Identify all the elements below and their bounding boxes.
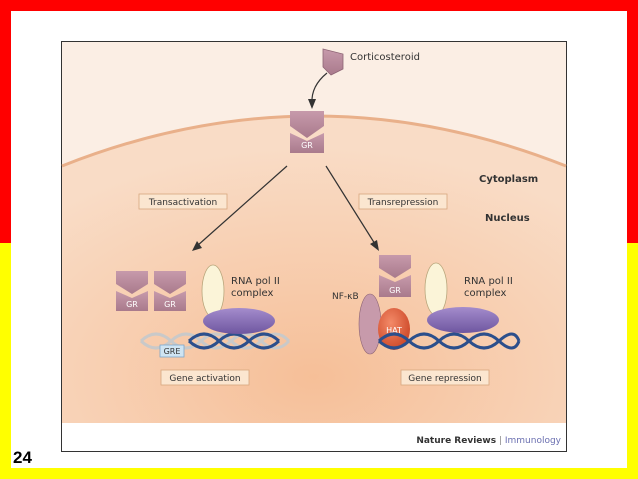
arrowhead-to-gr xyxy=(308,99,316,109)
credit-journal: Nature Reviews xyxy=(416,436,496,446)
slide-number: 24 xyxy=(13,448,32,467)
nucleus-region xyxy=(62,116,566,423)
gr-receptor-cytoplasm-top xyxy=(290,111,324,138)
label-rna-pol-left-2: complex xyxy=(231,288,273,299)
label-rna-pol-right-1: RNA pol II xyxy=(464,276,513,287)
hat-enzyme xyxy=(378,308,410,350)
label-nucleus: Nucleus xyxy=(485,213,530,224)
gene-activation-box xyxy=(160,369,250,386)
label-gr-cytoplasm: GR xyxy=(301,141,313,150)
corticosteroid-molecule xyxy=(322,48,344,76)
arrow-to-transrepression xyxy=(325,165,376,245)
nfkb-protein xyxy=(358,293,382,355)
figure-svg: Corticosteroid GR Cytoplasm Nucleus Tran… xyxy=(61,41,567,452)
transrepression-box xyxy=(358,193,448,210)
gre-box xyxy=(159,344,185,358)
coactivator-oval-left xyxy=(201,264,225,318)
gr-dimer-left-bottom xyxy=(116,291,148,311)
credit-separator: | xyxy=(496,436,505,446)
label-gr-dimer-left: GR xyxy=(126,300,138,309)
rna-polymerase-left xyxy=(203,308,275,334)
label-rna-pol-left-1: RNA pol II xyxy=(231,276,280,287)
gr-dimer-left-top xyxy=(116,271,148,294)
label-gene-repression: Gene repression xyxy=(408,374,482,384)
gr-repression-top xyxy=(379,255,411,278)
label-nfkb: NF-κB xyxy=(332,292,359,302)
gr-receptor-cytoplasm-bottom xyxy=(290,133,324,153)
transactivation-box xyxy=(138,193,228,210)
arrow-to-transactivation xyxy=(196,165,288,247)
label-gr-dimer-right: GR xyxy=(164,300,176,309)
label-gene-activation: Gene activation xyxy=(169,374,240,384)
credit-field: Immunology xyxy=(505,436,562,446)
label-hat: HAT xyxy=(386,326,402,335)
label-transactivation: Transactivation xyxy=(148,198,217,208)
gr-dimer-right-bottom xyxy=(154,291,186,311)
label-gre: GRE xyxy=(164,347,181,356)
label-corticosteroid: Corticosteroid xyxy=(350,52,420,63)
coactivator-oval-right xyxy=(424,262,448,316)
figure-footer xyxy=(62,423,566,451)
label-transrepression: Transrepression xyxy=(367,198,439,208)
gr-repression-bottom xyxy=(379,275,411,297)
label-gr-repression: GR xyxy=(389,286,401,295)
dna-helix-right xyxy=(377,332,521,350)
journal-credit: Nature Reviews | Immunology xyxy=(416,436,561,446)
gr-dimer-right-top xyxy=(154,271,186,294)
dna-helix-left xyxy=(139,332,291,350)
arrowhead-transactivation xyxy=(192,241,202,251)
label-rna-pol-right-2: complex xyxy=(464,288,506,299)
label-cytoplasm: Cytoplasm xyxy=(479,174,538,185)
rna-polymerase-right xyxy=(427,307,499,333)
arrowhead-transrepression xyxy=(370,240,379,251)
glucocorticoid-mechanism-figure: Corticosteroid GR Cytoplasm Nucleus Tran… xyxy=(61,41,567,452)
gene-repression-box xyxy=(400,369,490,386)
